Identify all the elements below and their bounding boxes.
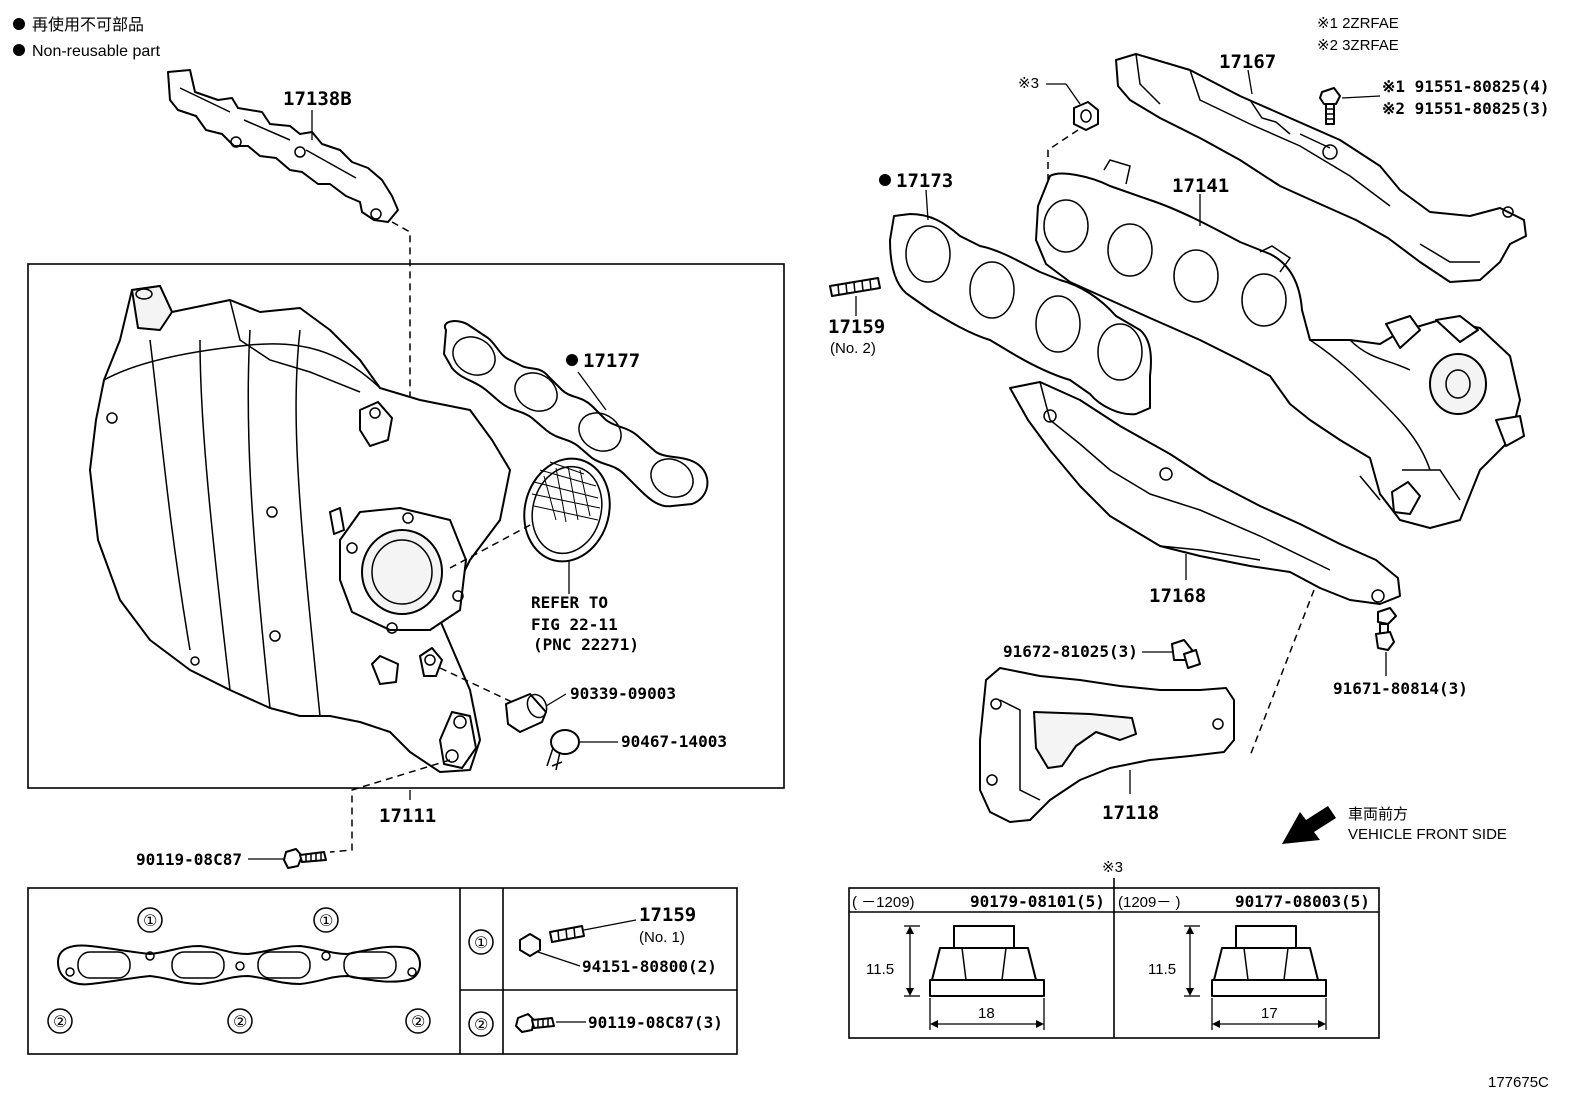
row1-callout: ① — [474, 935, 488, 952]
part-17177-label: 17177 — [583, 350, 640, 372]
part-91551-a-label: ※1 91551-80825(4) — [1382, 77, 1550, 96]
left-header-part: 90179-08101(5) — [970, 892, 1105, 911]
front-direction-arrow-icon — [1282, 806, 1336, 844]
part-90467-label: 90467-14003 — [621, 732, 727, 751]
bolt-91671: 91671-80814(3) — [1333, 607, 1468, 698]
part-90119-label: 90119-08C87 — [136, 850, 242, 869]
part-17159-no2-sub: (No. 2) — [830, 340, 876, 357]
gasket-17177: 17177 — [443, 320, 709, 508]
gasket-callout-2a: ② — [53, 1014, 67, 1031]
intake-manifold-17111 — [89, 285, 511, 773]
figure-id: 177675C — [1488, 1074, 1549, 1091]
non-reusable-marker-icon — [566, 354, 578, 366]
exhaust-manifold-17141: 17141 — [1035, 159, 1525, 529]
part-17173-label: 17173 — [896, 170, 953, 192]
row2-callout: ② — [474, 1017, 488, 1034]
clamp-90467: 90467-14003 — [546, 729, 727, 771]
gasket-callout-2b: ② — [233, 1014, 247, 1031]
throttle-gasket-reference: REFER TO FIG 22-11 (PNC 22271) — [449, 457, 639, 654]
gasket-17173: 17173 — [879, 170, 1152, 416]
nut-left: 11.5 18 — [866, 925, 1045, 1030]
gasket-callout-1b: ① — [319, 913, 333, 930]
bolt-90119: 90119-08C87 — [136, 848, 327, 869]
part-17141-label: 17141 — [1172, 175, 1229, 197]
intake-manifold-frame — [27, 263, 785, 789]
part-17159-no2-label: 17159 — [828, 316, 885, 338]
part-17118-label: 17118 — [1102, 802, 1159, 824]
ref3-label: ※3 — [1018, 75, 1039, 92]
variant-notes: ※1 2ZRFAE ※2 3ZRFAE — [1317, 15, 1399, 54]
refer-line-3: (PNC 22271) — [533, 635, 639, 654]
part-17111-label: 17111 — [379, 805, 436, 827]
part-90339-label: 90339-09003 — [570, 684, 676, 703]
bolt-91672: 91672-81025(3) — [1003, 639, 1201, 669]
right-header-part: 90177-08003(5) — [1235, 892, 1370, 911]
legend: 再使用不可部品 Non-reusable part — [13, 16, 161, 60]
part-17167-label: 17167 — [1219, 51, 1276, 73]
left-nut-height: 11.5 — [866, 961, 894, 978]
left-nut-width: 18 — [978, 1005, 995, 1022]
gasket-callout-2c: ② — [411, 1014, 425, 1031]
direction-en: VEHICLE FRONT SIDE — [1348, 826, 1507, 843]
right-nut-width: 17 — [1261, 1005, 1278, 1022]
part-17138b-label: 17138B — [283, 88, 352, 110]
vehicle-front-direction: 車両前方 VEHICLE FRONT SIDE — [1282, 806, 1507, 844]
nut-table-ref: ※3 — [1102, 859, 1123, 876]
right-nut-height: 11.5 — [1148, 961, 1176, 978]
gasket-variant-box: ① ① ② ② ② ① 17159 (No. 1) 94151-80800(2)… — [27, 887, 738, 1055]
stud-17159-no2: 17159 (No. 2) — [828, 277, 885, 357]
heat-insulator-17167: 17167 — [1115, 51, 1527, 283]
nut-ref3: ※3 — [1018, 75, 1099, 180]
heat-insulator-17168: 17168 — [1009, 381, 1401, 607]
non-reusable-marker-icon — [13, 44, 25, 56]
part-17159-no1-label: 17159 — [639, 904, 696, 926]
variant-1: ※1 2ZRFAE — [1317, 15, 1399, 32]
direction-jp: 車両前方 — [1348, 806, 1408, 823]
refer-line-2: FIG 22-11 — [531, 615, 618, 634]
non-reusable-marker-icon — [13, 18, 25, 30]
plug-90339: 90339-09003 — [439, 667, 676, 733]
bracket-17118: 17118 — [979, 667, 1235, 824]
gasket-callout-1a: ① — [143, 913, 157, 930]
part-94151-label: 94151-80800(2) — [582, 957, 717, 976]
part-91671-label: 91671-80814(3) — [1333, 679, 1468, 698]
legend-en: Non-reusable part — [32, 43, 161, 60]
bolt-91551: ※1 91551-80825(4) ※2 91551-80825(3) — [1319, 77, 1550, 125]
nut-right: 11.5 17 — [1148, 925, 1327, 1030]
nut-table: ※3 ( －1209) 90179-08101(5) (1209－ ) 9017… — [848, 859, 1380, 1039]
refer-line-1: REFER TO — [531, 593, 608, 612]
part-90119-3-label: 90119-08C87(3) — [588, 1013, 723, 1032]
variant-2: ※2 3ZRFAE — [1317, 37, 1399, 54]
part-17168-label: 17168 — [1149, 585, 1206, 607]
legend-jp: 再使用不可部品 — [32, 16, 144, 34]
right-header-range: (1209－ ) — [1118, 894, 1181, 911]
part-17159-no1-sub: (No. 1) — [639, 929, 685, 946]
part-91551-b-label: ※2 91551-80825(3) — [1382, 99, 1550, 118]
bracket-17138b: 17138B — [167, 69, 399, 223]
non-reusable-marker-icon — [879, 174, 891, 186]
part-91672-label: 91672-81025(3) — [1003, 642, 1138, 661]
left-header-range: ( －1209) — [852, 894, 915, 911]
